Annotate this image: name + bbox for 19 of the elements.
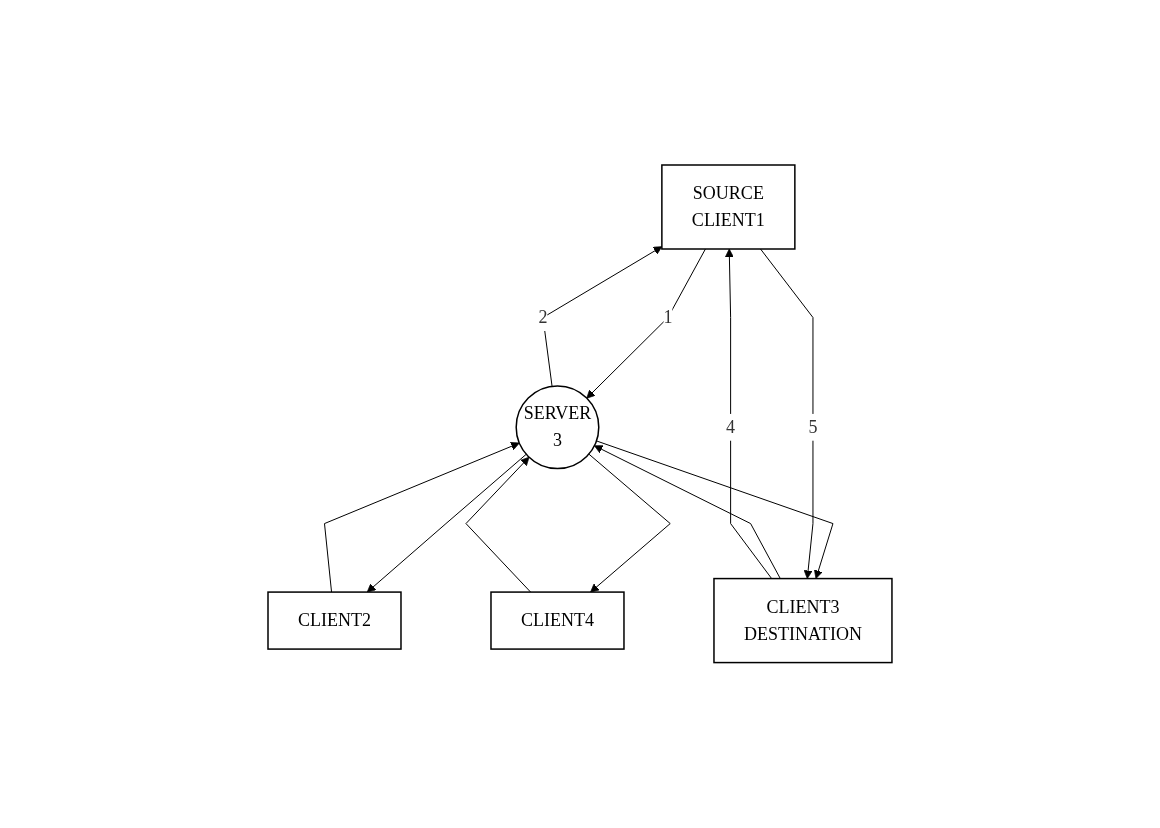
node-box: CLIENT3 DESTINATION [713,578,893,664]
edge-label: 1 [663,307,673,328]
arrow [760,248,814,580]
node-box: CLIENT2 [267,591,402,651]
edge-label: 2 [538,307,548,328]
arrow [595,440,834,580]
arrow [324,442,520,593]
arrow [542,246,663,388]
arrow [725,248,773,580]
arrow [594,445,781,580]
node-circle: SERVER 3 [515,385,600,470]
edge-label: 5 [808,416,818,437]
node-box: CLIENT4 [490,591,625,651]
node-box: SOURCE CLIENT1 [661,164,796,250]
arrow [465,457,532,593]
arrow [588,453,671,593]
arrow [586,248,706,399]
arrow [366,454,527,593]
edge-label: 4 [726,416,736,437]
